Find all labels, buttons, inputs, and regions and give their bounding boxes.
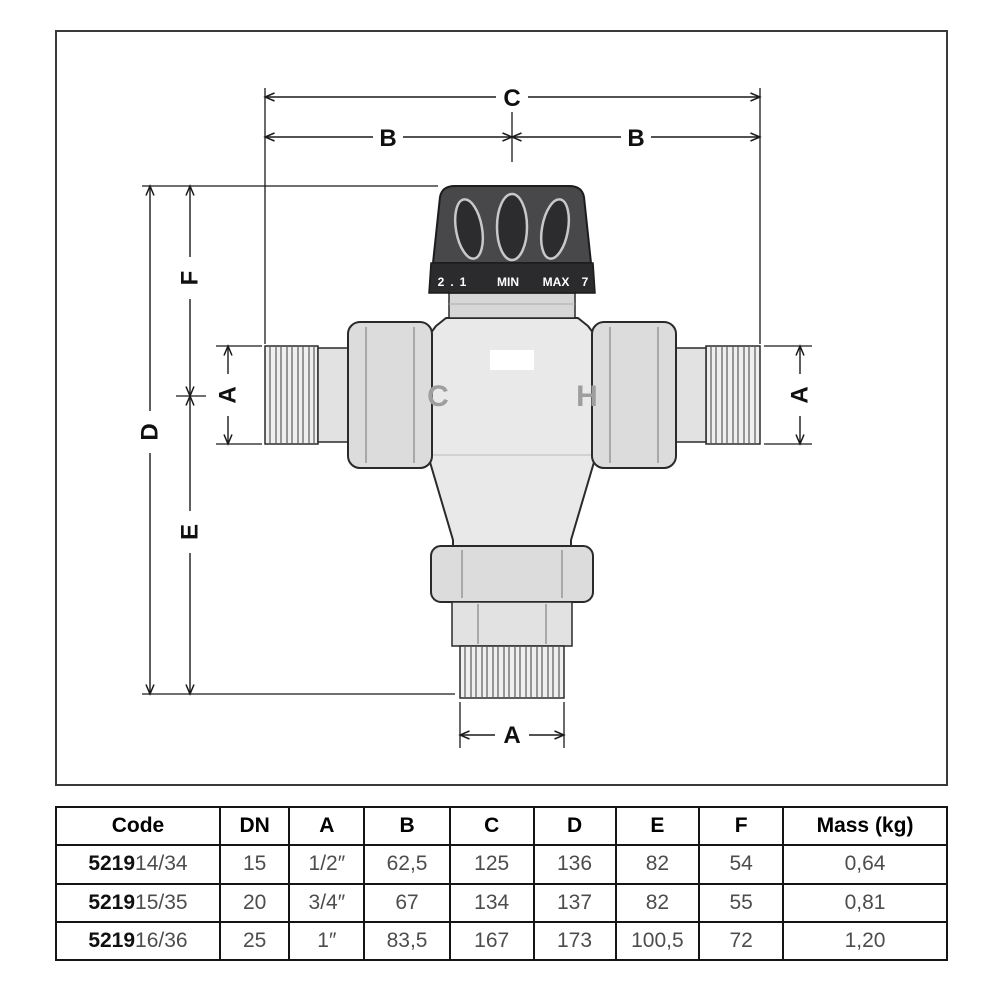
cell-e: 100,5 xyxy=(614,921,701,962)
table-row: 521914/34 15 1/2″ 62,5 125 136 82 54 0,6… xyxy=(55,844,948,885)
col-header-f: F xyxy=(698,805,785,847)
knob-scale-7: 7 xyxy=(582,275,589,289)
col-header-e: E xyxy=(614,805,701,847)
cell-d: 137 xyxy=(532,882,617,924)
cell-code: 521915/35 xyxy=(55,882,221,924)
port-label-hot: H xyxy=(576,380,598,413)
dimension-table: Code DN A B C D E F Mass (kg) 521914/34 … xyxy=(55,805,948,962)
cell-d: 173 xyxy=(532,921,617,962)
col-header-c: C xyxy=(448,805,535,847)
cell-c: 134 xyxy=(448,882,535,924)
col-header-d: D xyxy=(532,805,617,847)
thread-left xyxy=(264,345,319,445)
code-prefix: 5219 xyxy=(88,852,136,876)
cell-f: 55 xyxy=(698,882,785,924)
cell-dn: 25 xyxy=(218,921,291,962)
table-row: 521915/35 20 3/4″ 67 134 137 82 55 0,81 xyxy=(55,882,948,924)
cell-e: 82 xyxy=(614,844,701,885)
dim-label-E: E xyxy=(177,524,204,540)
body-highlight xyxy=(490,350,534,370)
col-header-code: Code xyxy=(55,805,221,847)
cell-b: 62,5 xyxy=(363,844,451,885)
code-suffix: 14/34 xyxy=(135,852,188,876)
cell-a: 1/2″ xyxy=(288,844,366,885)
col-header-dn: DN xyxy=(218,805,291,847)
col-header-mass: Mass (kg) xyxy=(782,805,948,847)
cell-b: 83,5 xyxy=(363,921,451,962)
table-row: 521916/36 25 1″ 83,5 167 173 100,5 72 1,… xyxy=(55,921,948,962)
col-header-b: B xyxy=(363,805,451,847)
dim-label-A-bottom: A xyxy=(503,722,520,749)
cell-dn: 15 xyxy=(218,844,291,885)
cell-d: 136 xyxy=(532,844,617,885)
cell-code: 521914/34 xyxy=(55,844,221,885)
code-prefix: 5219 xyxy=(88,929,136,953)
tailpiece-left xyxy=(317,347,349,443)
dimension-labels: C B B D F E A A A xyxy=(137,84,814,749)
union-nut-right xyxy=(591,321,677,469)
dim-label-D: D xyxy=(137,423,164,440)
dim-label-A-right: A xyxy=(787,386,814,403)
thread-bottom xyxy=(459,645,565,699)
cell-mass: 0,81 xyxy=(782,882,948,924)
dim-label-B-left: B xyxy=(379,125,396,152)
code-prefix: 5219 xyxy=(88,890,136,914)
port-label-cold: C xyxy=(427,380,449,413)
cell-mass: 0,64 xyxy=(782,844,948,885)
cell-f: 54 xyxy=(698,844,785,885)
knob-scale-2: 2 xyxy=(438,275,445,289)
cell-e: 82 xyxy=(614,882,701,924)
dim-label-C: C xyxy=(503,85,520,112)
knob-grip-right xyxy=(539,198,571,260)
knob-grip-center xyxy=(495,192,529,262)
cell-code: 521916/36 xyxy=(55,921,221,962)
cell-f: 72 xyxy=(698,921,785,962)
cell-b: 67 xyxy=(363,882,451,924)
dim-label-B-right: B xyxy=(627,125,644,152)
dim-label-F: F xyxy=(177,271,204,286)
valve-stem xyxy=(448,292,576,319)
code-suffix: 16/36 xyxy=(135,929,188,953)
knob-scale-band xyxy=(428,262,596,294)
cell-a: 1″ xyxy=(288,921,366,962)
cell-c: 167 xyxy=(448,921,535,962)
valve-body-group: 2 . 1 MIN MAX 7 C H xyxy=(264,185,761,699)
cell-c: 125 xyxy=(448,844,535,885)
code-suffix: 15/35 xyxy=(135,890,188,914)
knob-scale-dot: . xyxy=(450,275,453,289)
valve-technical-drawing: 2 . 1 MIN MAX 7 C H xyxy=(137,84,814,749)
cell-mass: 1,20 xyxy=(782,921,948,962)
adjustment-knob[interactable]: 2 . 1 MIN MAX 7 xyxy=(428,185,596,294)
knob-scale-max: MAX xyxy=(543,275,570,289)
union-nut-left xyxy=(347,321,433,469)
table-header-row: Code DN A B C D E F Mass (kg) xyxy=(55,805,948,847)
dim-label-A-left: A xyxy=(215,386,242,403)
knob-grip-left xyxy=(453,198,485,260)
union-nut-bottom xyxy=(430,545,594,603)
col-header-a: A xyxy=(288,805,366,847)
cell-a: 3/4″ xyxy=(288,882,366,924)
cell-dn: 20 xyxy=(218,882,291,924)
thread-right xyxy=(705,345,761,445)
knob-scale-min: MIN xyxy=(497,275,519,289)
tailpiece-right xyxy=(675,347,707,443)
knob-scale-1: 1 xyxy=(460,275,467,289)
tailpiece-bottom xyxy=(451,601,573,647)
